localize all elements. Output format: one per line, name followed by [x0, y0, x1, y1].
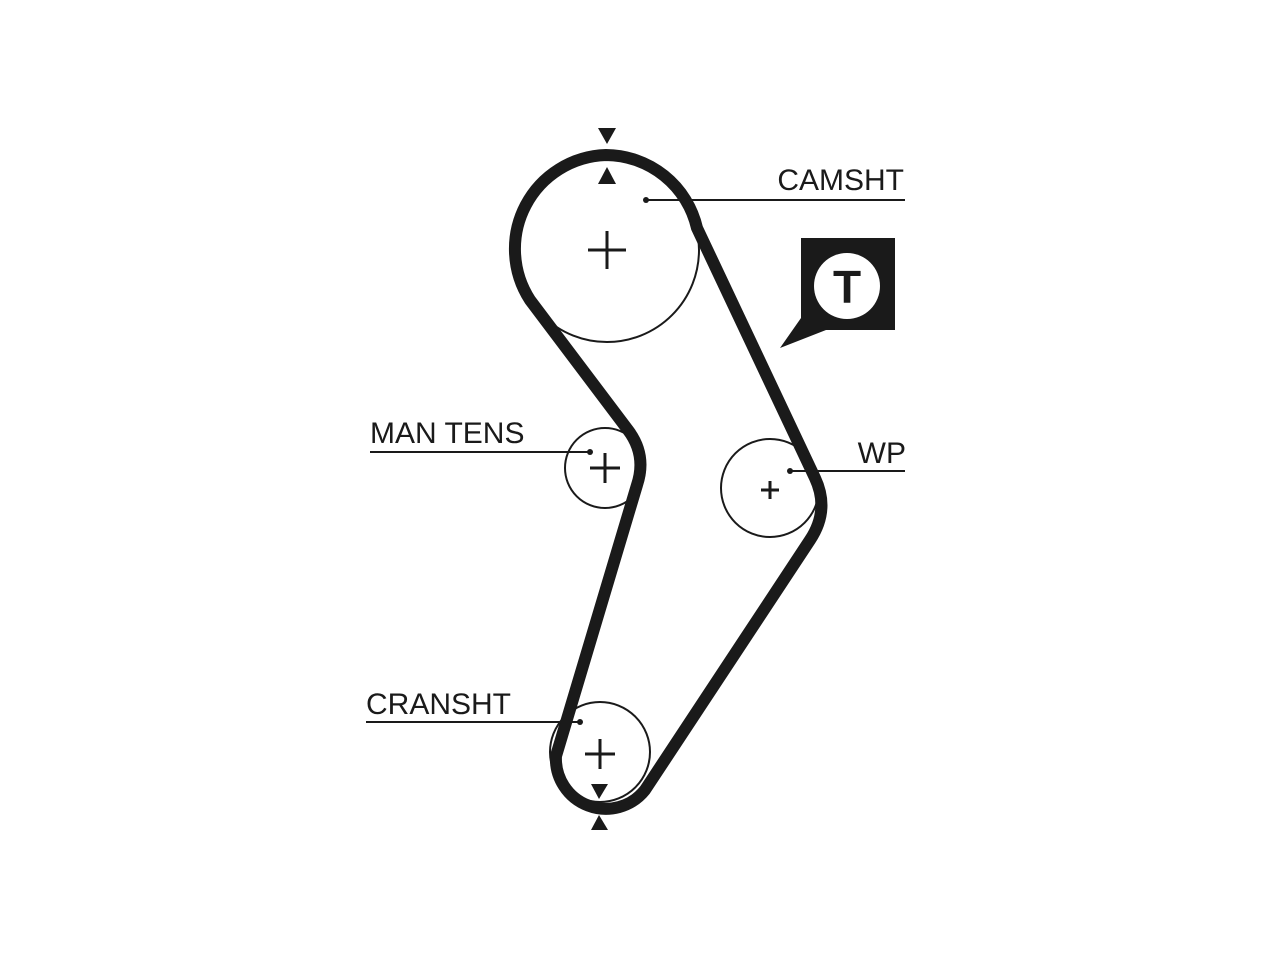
- camshaft-label: CAMSHT: [777, 164, 904, 197]
- crankshaft-pulley: [549, 701, 651, 803]
- camshaft-pulley: [514, 157, 700, 343]
- crankshaft-leader: [366, 719, 583, 725]
- manual-tensioner-leader: [370, 449, 593, 455]
- manual-tensioner-pulley: [564, 427, 646, 509]
- badge-circle: [814, 253, 880, 319]
- camshaft-leader: [643, 197, 905, 203]
- manual-tensioner-label: MAN TENS: [370, 417, 524, 450]
- camshaft-timing-mark: [598, 128, 616, 184]
- water-pump-leader: [787, 468, 905, 474]
- badge-letter: T: [833, 261, 861, 313]
- timing-belt: [508, 149, 828, 815]
- crankshaft-timing-mark: [591, 784, 608, 830]
- water-pump-pulley: [720, 438, 820, 538]
- tensioner-badge: T: [780, 238, 895, 348]
- crankshaft-label: CRANSHT: [366, 688, 511, 721]
- water-pump-label: WP: [858, 437, 906, 470]
